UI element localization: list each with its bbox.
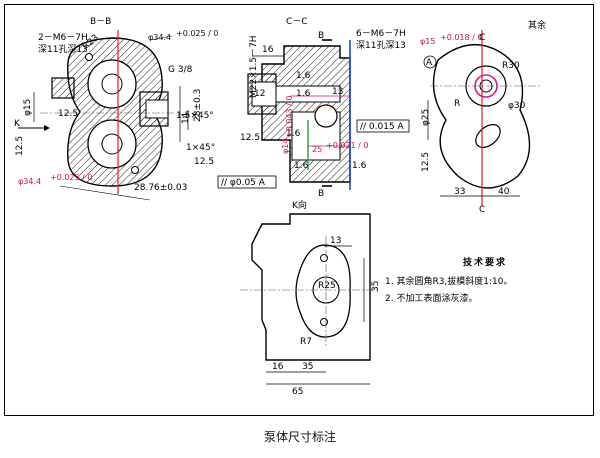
k-bolt-hole	[320, 318, 328, 326]
k-view-arrowhead	[44, 125, 50, 131]
bb-hole-depth: 深11孔深13	[38, 44, 88, 55]
cc-dim-16: 16	[262, 45, 274, 55]
cc-dia-14: φ14	[281, 139, 290, 154]
view-cc: C－C B B 6－M6－7H 深11孔深13 16 M22×1.5－7H 12…	[217, 17, 410, 199]
cc-dim-12: 12	[254, 89, 265, 99]
k-bolt-hole	[320, 254, 328, 262]
cc-dim-25: 25	[312, 145, 322, 154]
drawing-frame	[4, 4, 594, 416]
bb-left-port	[51, 77, 75, 99]
bb-upper-bore	[87, 59, 137, 109]
figure-caption: 泵体尺寸标注	[263, 430, 336, 444]
bb-lower-shaft	[101, 133, 123, 155]
cc-inner-hole	[314, 104, 338, 128]
side-rx: R	[454, 99, 460, 109]
side-c-bottom: C	[479, 205, 485, 215]
side-r30: R30	[502, 61, 520, 71]
side-datum: A	[426, 58, 433, 68]
bb-thread: G 3/8	[168, 65, 193, 75]
view-k: K向 13 35 R25 R7 16 35 65	[240, 199, 381, 397]
bb-right-port-hole	[145, 99, 169, 119]
cc-ra-c: 1.6	[286, 129, 301, 139]
bb-dim-28: 28±0.3	[193, 89, 203, 122]
cc-thread: M22×1.5－7H	[249, 35, 259, 98]
side-c-top: C	[479, 33, 485, 43]
cc-ra-a: 1.6	[296, 71, 311, 81]
k-body-outline	[251, 213, 371, 361]
side-dia-15: φ15	[420, 37, 435, 46]
side-lower-slot	[475, 124, 501, 148]
side-rest-note: 其余	[528, 19, 546, 31]
cc-ra-d: 1.6	[294, 161, 309, 171]
bb-bolt-hole	[131, 166, 139, 174]
cc-hole-depth: 深11孔深13	[356, 40, 406, 51]
bb-hole-spec: 2－M6－7H	[38, 33, 88, 43]
technical-notes: 技术要求 1. 其余圆角R3,拔模斜度1:10。 2. 不加工表面涂灰漆。	[385, 255, 585, 308]
bb-dia-upper: φ34.4	[148, 33, 171, 42]
bb-chamfer-1: 1.5×45°	[176, 111, 214, 121]
view-bb: B－B 2－M6－7H 深11孔深13 φ34.4 +0.025 / 0 G 3…	[14, 17, 218, 201]
bb-dia-lower-tol: +0.025 / 0	[50, 173, 92, 182]
bb-lower-bore	[87, 119, 137, 169]
cc-par-right: // 0.015 A	[360, 122, 405, 132]
bb-leader-top	[149, 35, 173, 41]
cc-par-left-frame	[217, 175, 277, 189]
cc-dim-25-tol: +0.021 / 0	[326, 141, 368, 150]
bb-ra-c: 12.5	[194, 157, 214, 167]
cc-thread-hole	[251, 81, 277, 107]
bb-bolt-hole	[85, 53, 93, 61]
cc-dia-14-tol: +0.043 / 0	[285, 96, 294, 138]
bb-upper-shaft	[101, 73, 123, 95]
k-label: K	[14, 119, 21, 129]
bb-ra-b: 12.5	[15, 136, 25, 156]
k-dim-35v: 35	[371, 281, 381, 292]
side-datum-circle	[423, 55, 437, 69]
k-r7: R7	[300, 337, 312, 347]
cc-inner-cavity	[275, 85, 341, 103]
cc-ra-b: 1.6	[296, 89, 311, 99]
side-dim-40: 40	[498, 187, 510, 197]
side-dia-30: φ30	[508, 101, 526, 111]
cc-par-right-frame	[356, 119, 410, 133]
bb-dim-14: 14	[181, 112, 191, 124]
cc-dim-13: 13	[332, 87, 343, 97]
cc-par-left: // φ0.05 A	[221, 178, 266, 188]
view-side: 其余 φ15 +0.018 / 0 A C C R30 R φ30 φ25 33…	[420, 19, 546, 215]
side-dia-15-tol: +0.018 / 0	[440, 33, 482, 42]
cc-b-bottom: B	[318, 189, 324, 199]
bb-leader-bottom	[59, 185, 151, 201]
k-dim-65: 65	[292, 387, 303, 397]
bb-center-dist: 28.76±0.03	[134, 183, 187, 193]
bb-view-title: B－B	[90, 17, 111, 27]
k-r25: R25	[318, 281, 336, 291]
side-ra-125: 12.5	[421, 152, 431, 172]
notes-item-2: 2. 不加工表面涂灰漆。	[385, 294, 478, 304]
bb-dim-15: φ15	[23, 99, 33, 116]
bb-chamfer-2: 1×45°	[186, 143, 215, 153]
bb-dia-upper-tol: +0.025 / 0	[176, 29, 218, 38]
k-dim-16: 16	[272, 362, 284, 372]
k-dim-13: 13	[330, 236, 341, 246]
side-body-outline	[432, 43, 531, 189]
cc-ra-125: 12.5	[240, 133, 260, 143]
k-view-title: K向	[292, 199, 307, 211]
k-dim-35h: 35	[302, 362, 313, 372]
bb-ra-a: 12.5	[58, 109, 78, 119]
side-dia-25: φ25	[421, 109, 431, 126]
bb-dia-lower: φ34.4	[18, 177, 41, 186]
side-dim-33: 33	[454, 187, 465, 197]
k-flange	[295, 244, 351, 338]
cc-b-top: B	[318, 31, 324, 41]
cc-hole-spec: 6－M6－7H	[356, 29, 406, 39]
cc-ra-e: 1.6	[352, 161, 367, 171]
notes-title: 技术要求	[462, 258, 507, 268]
cc-view-title: C－C	[286, 17, 308, 27]
notes-item-1: 1. 其余圆角R3,拔模斜度1:10。	[385, 277, 513, 287]
